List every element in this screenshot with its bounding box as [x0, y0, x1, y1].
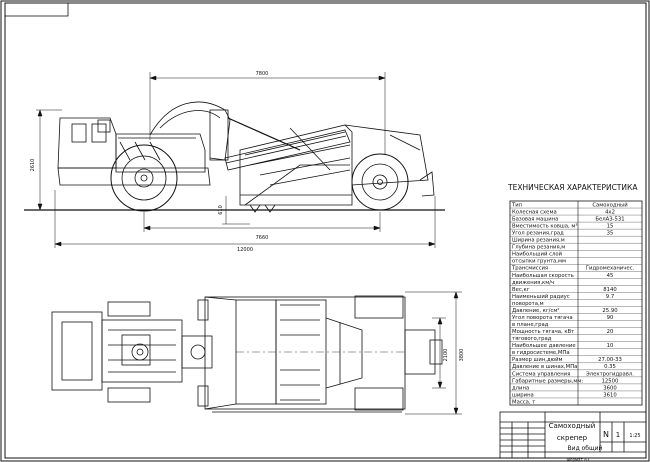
spec-row-value: 20: [607, 329, 614, 335]
spec-row-value: 3610: [603, 392, 617, 398]
plan-dimensions: [405, 291, 462, 415]
spec-row-label: поворота,м: [512, 301, 544, 307]
spec-row-label: Трансмиссия: [511, 266, 548, 272]
spec-row-label: Угол резания,град: [512, 231, 564, 237]
spec-row-label: Базовая машина: [512, 217, 558, 223]
spec-row-value: 10: [607, 343, 614, 349]
dim-height: 2610: [30, 159, 36, 172]
spec-row-label: Габаритные размеры,мм:: [512, 378, 583, 384]
title-sheet-num: 1: [616, 431, 620, 439]
spec-row-value: 3600: [603, 385, 617, 391]
spec-row-label: Наибольший слой: [512, 251, 562, 258]
dim-plan-inner: 2100: [443, 349, 449, 362]
spec-row-label: в плане,град: [512, 322, 549, 328]
dim-top-overall: 7800: [256, 71, 269, 77]
plan-view: [51, 295, 443, 413]
spec-row-value: 27.00-33: [598, 357, 622, 363]
spec-row-label: Масса, т: [512, 399, 535, 405]
dim-plan-outer: 3800: [459, 349, 465, 362]
title-name-line2: скрепер: [557, 434, 588, 442]
spec-row-label: Ширина резания,м: [512, 238, 565, 244]
spec-row-label: Тип: [511, 202, 522, 208]
dim-depth: 610: [218, 205, 224, 215]
spec-row-value: 0.35: [604, 364, 616, 370]
dim-total-length: 12000: [237, 247, 253, 253]
spec-row-value: 25.90: [602, 308, 618, 314]
spec-row-label: ширина: [512, 392, 534, 398]
spec-row-label: Глубина резания,м: [512, 245, 565, 251]
spec-row-label: Давление в шинах,МПа: [512, 364, 577, 370]
side-dimensions: [36, 72, 436, 248]
spec-row-label: Система управления: [512, 371, 570, 377]
side-view: [24, 101, 445, 213]
spec-row-label: тягового,град: [512, 336, 552, 342]
dim-wheelbase: 7660: [256, 235, 269, 241]
spec-row-label: Угол поворота тягача: [512, 315, 573, 321]
spec-row-value: 15: [607, 224, 614, 230]
spec-row-label: Колесная схема: [512, 209, 557, 215]
spec-row-label: Размер шин,дюйм: [512, 356, 563, 363]
spec-row-label: Наибольшая скорость: [512, 273, 574, 279]
title-sheet-mark: N: [603, 430, 609, 439]
title-name-line1: Самоходный: [549, 422, 596, 430]
spec-row-value: 45: [607, 273, 614, 279]
title-block: [499, 411, 647, 459]
spec-row-label: Наименьший радиус: [512, 293, 570, 300]
spec-row-label: длина: [512, 385, 529, 391]
spec-row-value: 9.7: [606, 294, 614, 300]
spec-row-label: Мощность тягача, кВт: [512, 329, 574, 335]
spec-title: ТЕХНИЧЕСКАЯ ХАРАКТЕРИСТИКА: [507, 183, 638, 192]
spec-row-label: Вес,кг: [512, 287, 530, 293]
spec-row-value: Электрогидравл.: [586, 371, 634, 377]
spec-row-label: Наибольшее давление: [512, 343, 576, 349]
spec-row-label: движения,км/ч: [512, 280, 554, 286]
spec-row-value: Гидромеханичес.: [586, 266, 635, 272]
spec-row-value: Самоходный: [592, 201, 627, 208]
title-view: Вид общий: [568, 445, 603, 452]
spec-row-label: Вместимость ковша, м³: [512, 223, 578, 230]
spec-row-label: Давление, кг/см²: [512, 307, 559, 314]
title-sheet-scale: 1:25: [629, 433, 640, 439]
title-footer: Формат А3: [567, 457, 590, 462]
spec-row-value: БелАЗ-531: [595, 217, 624, 223]
spec-row-label: отсыпки грунта,мм: [512, 259, 566, 265]
spec-row-value: 12500: [602, 378, 619, 384]
spec-row-value: 90: [607, 315, 614, 321]
spec-row-value: 8140: [603, 287, 617, 293]
inner-frame: [4, 2, 647, 459]
spec-row-label: в гидросистеме,МПа: [512, 350, 570, 356]
corner-stamp-box: [4, 2, 69, 17]
spec-row-value: 35: [607, 231, 614, 237]
spec-row-value: 4x2: [605, 209, 615, 215]
